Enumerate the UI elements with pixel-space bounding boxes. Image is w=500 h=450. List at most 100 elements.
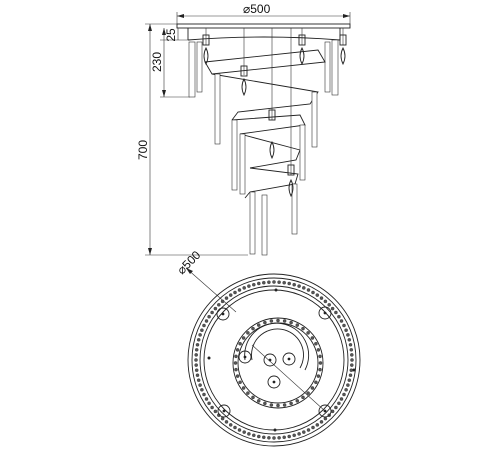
crystal-bead <box>276 403 280 408</box>
crystal-bead <box>289 320 293 325</box>
crystal-bead <box>194 368 199 372</box>
crystal-bead <box>306 288 311 292</box>
crystal-bead <box>207 401 211 406</box>
crystal-bead <box>347 378 352 382</box>
bulbs <box>202 28 347 198</box>
crystal-bead <box>342 323 346 328</box>
crystal-bead <box>314 341 318 346</box>
outer-bead-ring <box>194 280 354 440</box>
crystal-bead <box>228 423 233 427</box>
crystal-bead <box>282 435 286 440</box>
crystal-bead <box>319 296 324 300</box>
width-label: ⌀500 <box>243 2 271 16</box>
crystal-bead <box>241 336 246 340</box>
crystal-bead <box>344 328 348 332</box>
crystal-bead <box>237 288 242 292</box>
crystal-bead <box>233 290 237 295</box>
crystal-bead <box>251 326 255 331</box>
crystal-bead <box>196 378 201 382</box>
crystal-bead <box>349 348 354 352</box>
crystal-bead <box>311 425 315 430</box>
crystal-bead <box>339 397 344 401</box>
crystal-bead <box>210 310 214 315</box>
crystal-bead <box>316 374 321 378</box>
crystal-bead <box>282 280 286 285</box>
crystal-bead <box>200 328 204 332</box>
crystal-bead <box>287 281 291 286</box>
crystal-bead <box>198 333 202 337</box>
ceiling-plate <box>176 23 351 29</box>
crystal-bead <box>347 338 352 342</box>
crystal-bead <box>234 354 238 359</box>
crystal-bead <box>276 318 280 323</box>
crystal-bead <box>287 434 291 439</box>
crystal-bead <box>292 433 296 438</box>
crystal-bead <box>346 333 350 337</box>
crystal-bead <box>306 391 310 395</box>
crystal-bead <box>302 430 306 434</box>
crystal-bead <box>295 323 300 327</box>
crystal-bead <box>337 401 341 406</box>
crystal-bead <box>301 395 305 400</box>
crystal-bead <box>311 290 315 295</box>
top-view: ⌀500 <box>174 248 361 447</box>
crystal-bead <box>297 284 301 288</box>
crystal-bead <box>242 430 246 434</box>
top-offset-label: 25 <box>164 28 178 42</box>
crystal-bead <box>282 403 287 407</box>
crystal-bead <box>224 420 229 424</box>
crystal-bead <box>330 409 335 414</box>
crystal-bead <box>204 319 209 323</box>
crystal-bead <box>277 280 281 284</box>
crystal-bead <box>194 363 198 367</box>
crystal-bead <box>246 391 250 395</box>
crystal-bead <box>247 284 251 288</box>
crystal-bead <box>241 386 246 390</box>
crystal-bead <box>318 367 322 372</box>
crystal-bead <box>330 306 335 311</box>
crystal-bead <box>269 403 274 407</box>
crystal-bead <box>310 336 315 340</box>
crystal-bead <box>235 374 240 378</box>
crystal-bead <box>217 303 221 307</box>
spiral-bead-ring <box>233 318 323 408</box>
crystal-bead <box>194 353 198 357</box>
crystal-bead <box>314 380 318 385</box>
height-dimensions: 700 230 25 <box>136 23 248 256</box>
crystal-bead <box>262 280 266 285</box>
crystal-bead <box>323 299 328 304</box>
crystal-bead <box>235 348 240 352</box>
crystal-bead <box>348 343 353 347</box>
crystal-bead <box>251 395 255 400</box>
crystal-bead <box>310 386 315 390</box>
crystal-bead <box>262 435 266 440</box>
crystal-bead <box>306 428 311 432</box>
crystal-bead <box>302 286 306 290</box>
crystal-bead <box>213 306 218 311</box>
crystal-bead <box>210 405 214 410</box>
crystal-bead <box>234 367 238 372</box>
crystal-bead <box>350 363 354 367</box>
crystal-bead <box>220 416 225 421</box>
crystal-bead <box>233 361 238 365</box>
crystal-bead <box>344 388 348 392</box>
crystal-bead <box>257 434 261 439</box>
spiral-crystals <box>214 73 318 256</box>
crystal-bead <box>237 428 242 432</box>
crystal-bead <box>207 314 211 319</box>
crystal-bead <box>242 286 246 290</box>
crystal-bead <box>318 354 322 359</box>
crystal-bead <box>315 423 320 427</box>
crystal-bead <box>233 425 237 430</box>
crystal-bead <box>315 293 320 297</box>
fixing-points <box>207 288 356 432</box>
crystal-bead <box>319 420 324 424</box>
crystal-bead <box>202 323 206 328</box>
crystal-bead <box>204 397 209 401</box>
crystal-bead <box>247 432 251 436</box>
crystal-bead <box>220 299 225 304</box>
crystal-bead <box>350 353 354 357</box>
crystal-bead <box>224 296 229 300</box>
crystal-bead <box>263 320 267 325</box>
